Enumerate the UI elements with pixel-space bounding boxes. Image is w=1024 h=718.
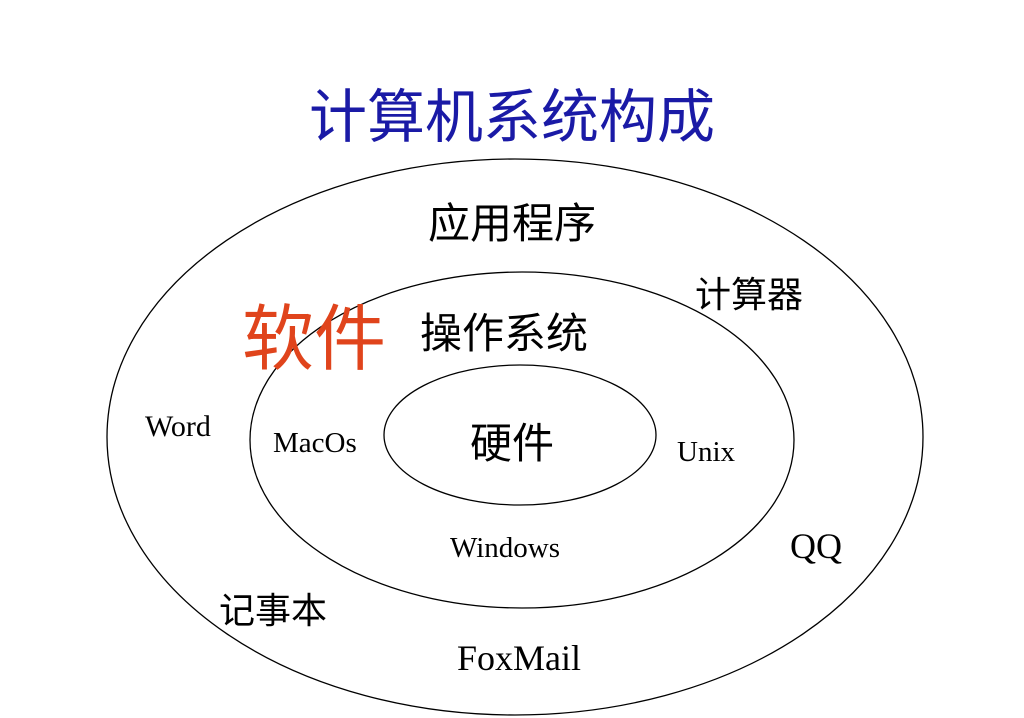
word-label: Word [145, 410, 211, 443]
software-label: 软件 [242, 297, 387, 381]
calculator-label: 计算器 [695, 275, 804, 316]
macos-label: MacOs [273, 427, 357, 459]
diagram-title: 计算机系统构成 [308, 83, 715, 151]
unix-label: Unix [677, 436, 735, 468]
hardware-layer-label: 硬件 [470, 419, 555, 468]
os-layer-label: 操作系统 [420, 309, 589, 358]
foxmail-label: FoxMail [457, 638, 582, 678]
qq-label: QQ [790, 526, 842, 566]
os-layer-ellipse [249, 271, 795, 609]
application-layer-label: 应用程序 [428, 199, 597, 248]
notepad-label: 记事本 [219, 591, 328, 632]
hardware-layer-ellipse [383, 364, 657, 506]
windows-label: Windows [450, 532, 560, 564]
application-layer-ellipse [106, 158, 924, 716]
